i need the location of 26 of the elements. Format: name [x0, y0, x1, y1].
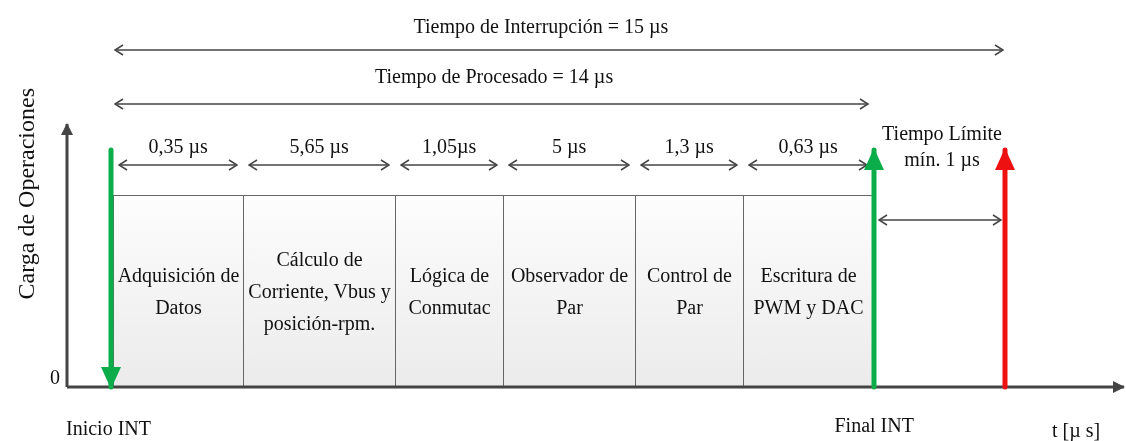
event-label: Inicio INT [66, 416, 151, 440]
axis-title: Carga de Operaciones [12, 88, 40, 300]
dimension-label: Tiempo de Interrupción = 15 µs [413, 14, 669, 38]
duration-label: 1,05µs [422, 134, 477, 158]
process-block [503, 195, 636, 387]
duration-label: 0,63 µs [778, 134, 838, 158]
axis-title: t [µ s] [1052, 418, 1101, 441]
dimension-label: Tiempo de Procesado = 14 µs [375, 64, 614, 88]
axis-tick-label: 0 [50, 365, 60, 389]
dimension-label: Tiempo Límite mín. 1 µs [881, 121, 1003, 172]
duration-label: 5 µs [552, 134, 587, 158]
block-label: Lógica de Conmutac [407, 263, 492, 320]
block-label: Control de Par [646, 263, 733, 320]
block-label: Escritura de PWM y DAC [752, 263, 865, 321]
block-label: Adquisición de Datos [116, 263, 241, 320]
process-block [743, 195, 874, 387]
duration-label: 0,35 µs [148, 134, 208, 158]
block-label: Observador de Par [509, 263, 630, 320]
process-block [113, 195, 244, 387]
process-block [243, 195, 396, 387]
duration-label: 1,3 µs [664, 134, 714, 158]
block-label: Cálculo de Corriente, Vbus y posición-rpm. [247, 247, 392, 337]
process-block [635, 195, 744, 387]
event-label: Final INT [834, 413, 914, 437]
process-block [395, 195, 504, 387]
duration-label: 5,65 µs [289, 134, 349, 158]
